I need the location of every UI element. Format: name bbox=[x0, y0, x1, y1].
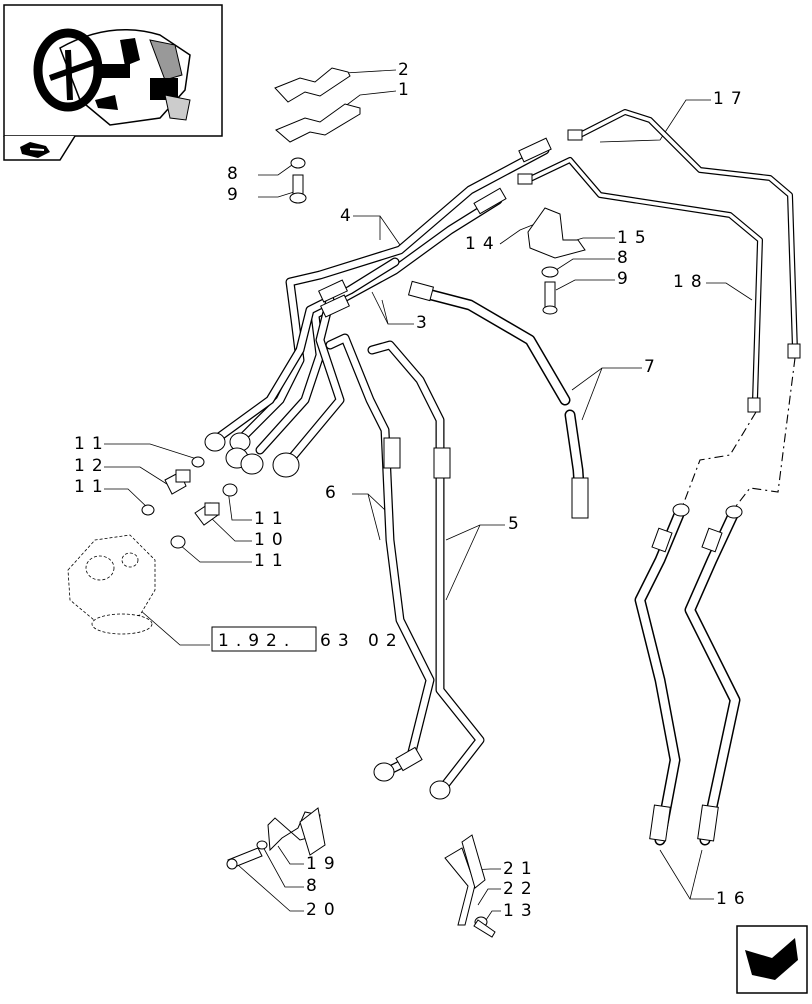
bracket-14 bbox=[527, 207, 586, 315]
callout-15: 15 bbox=[617, 228, 653, 248]
pipes-5-6 bbox=[325, 333, 485, 800]
tube-17 bbox=[567, 109, 801, 359]
callout-11a: 11 bbox=[74, 434, 110, 454]
callout-6: 6 bbox=[325, 483, 343, 503]
callout-1: 1 bbox=[398, 80, 416, 100]
fittings-10-11-12 bbox=[141, 456, 238, 549]
callout-14: 14 bbox=[465, 234, 501, 254]
callout-19: 19 bbox=[306, 854, 342, 874]
bracket-19 bbox=[226, 807, 326, 870]
callout-3: 3 bbox=[416, 313, 434, 333]
callout-17: 17 bbox=[713, 89, 749, 109]
callout-20: 20 bbox=[306, 900, 342, 920]
callout-21: 21 bbox=[503, 859, 539, 879]
callout-7: 7 bbox=[644, 357, 662, 377]
callout-8a: 8 bbox=[227, 164, 245, 184]
callout-16: 16 bbox=[716, 889, 752, 909]
clamp-assembly-top bbox=[274, 67, 361, 204]
valve-block bbox=[67, 534, 156, 635]
cross-reference[interactable]: 1.92. 63 02 bbox=[211, 626, 404, 652]
pipe-bundle-3-4 bbox=[204, 137, 552, 478]
callout-12: 12 bbox=[74, 456, 110, 476]
callout-11b: 11 bbox=[74, 477, 110, 497]
callout-2: 2 bbox=[398, 60, 416, 80]
callout-labels: 2 1 8 9 4 3 17 14 15 8 9 18 7 11 12 11 6… bbox=[74, 60, 752, 921]
callout-11d: 11 bbox=[254, 551, 290, 571]
callout-22: 22 bbox=[503, 879, 539, 899]
location-thumbnail bbox=[3, 4, 223, 161]
callout-8b: 8 bbox=[617, 248, 635, 268]
callout-8c: 8 bbox=[306, 876, 324, 896]
callout-4: 4 bbox=[340, 206, 358, 226]
connection-line-17 bbox=[732, 357, 796, 511]
next-page-arrow-icon[interactable] bbox=[736, 925, 808, 994]
callout-13: 13 bbox=[503, 901, 539, 921]
callout-9b: 9 bbox=[617, 269, 635, 289]
tube-18 bbox=[517, 157, 763, 413]
callout-9a: 9 bbox=[227, 185, 245, 205]
callout-5: 5 bbox=[508, 514, 526, 534]
bracket-21 bbox=[444, 834, 496, 938]
hose-7 bbox=[407, 280, 589, 519]
book-arrow-icon[interactable] bbox=[20, 142, 50, 158]
tractor-cab-steering-icon bbox=[33, 28, 191, 126]
callout-10: 10 bbox=[254, 530, 290, 550]
callout-11c: 11 bbox=[254, 509, 290, 529]
reference-boxed-number: 1.92. bbox=[218, 631, 296, 651]
callout-18: 18 bbox=[673, 272, 709, 292]
reference-suffix: 63 02 bbox=[320, 631, 404, 651]
connection-line-18 bbox=[682, 411, 757, 506]
leader-lines bbox=[104, 69, 753, 921]
hose-16 bbox=[634, 503, 743, 846]
